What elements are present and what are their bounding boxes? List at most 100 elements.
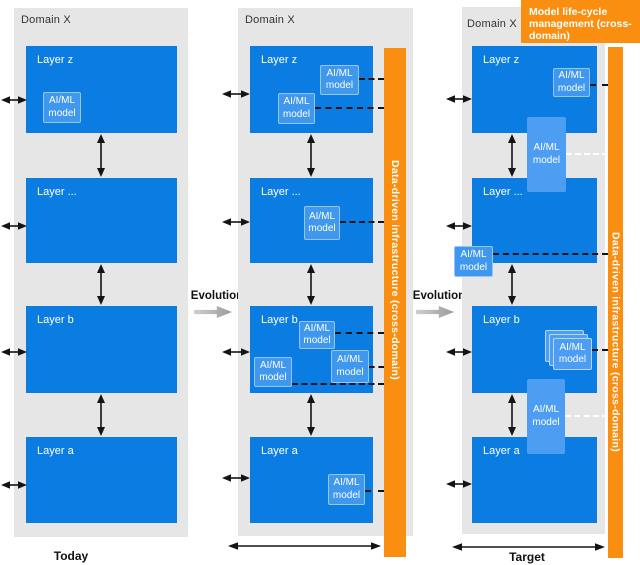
evolution-label-1: Evolution (190, 290, 244, 302)
interlayer-arrow (307, 134, 315, 177)
domain-label-intermediate: Domain X (245, 14, 295, 26)
data-driven-infrastructure-bar: Data-driven infrastructure (cross-domain… (384, 48, 406, 557)
domain-label-target: Domain X (467, 18, 517, 30)
mid-aiml-model-box: AI/ML model (328, 474, 365, 505)
layer-dots-label: Layer ... (261, 186, 301, 198)
target-edge-model-box: AI/ML model (454, 246, 493, 277)
data-link-dashed (493, 253, 608, 255)
layer-b-label: Layer b (483, 314, 520, 326)
aiml-line1: AI/ML (303, 322, 331, 334)
external-interface-arrow (1, 96, 27, 104)
data-link-dashed (590, 84, 608, 86)
target-crosslayer-model-box: AI/ML model (527, 117, 566, 192)
model-lifecycle-header: Model life-cycle management (cross-domai… (521, 0, 640, 43)
data-link-dashed (369, 366, 384, 368)
aiml-line2: model (459, 261, 488, 273)
layer-a-label: Layer a (261, 445, 298, 457)
interlayer-arrow (97, 264, 105, 305)
domain-span-arrow (228, 542, 381, 550)
interlayer-arrow (97, 134, 105, 177)
aiml-line2: model (336, 366, 364, 378)
interlayer-arrow (508, 134, 516, 177)
evolution-arrow-2 (416, 306, 454, 318)
layer-b-label: Layer b (37, 314, 74, 326)
external-interface-arrow (222, 90, 250, 98)
data-link-dashed (335, 332, 384, 334)
layer-dots-label: Layer ... (37, 186, 77, 198)
caption-today: Today (53, 549, 89, 563)
external-interface-arrow (222, 474, 250, 482)
interlayer-arrow (508, 264, 516, 305)
today-layer-a: Layer a (26, 437, 177, 523)
today-aiml-model-box: AI/ML model (43, 92, 81, 123)
data-link-dashed (315, 107, 384, 109)
aiml-line1: AI/ML (336, 354, 364, 365)
external-interface-arrow (1, 348, 27, 356)
data-link-dashed (340, 221, 384, 223)
aiml-line1: AI/ML (532, 404, 560, 415)
data-link-dashed-white (565, 415, 608, 417)
external-interface-arrow (446, 480, 472, 488)
external-interface-arrow (446, 348, 472, 356)
external-interface-arrow (1, 481, 27, 489)
interlayer-arrow (307, 394, 315, 436)
mid-aiml-model-box: AI/ML model (304, 206, 340, 240)
mid-aiml-model-box: AI/ML model (278, 93, 315, 124)
aiml-line1: AI/ML (259, 359, 287, 371)
aiml-line2: model (557, 82, 586, 94)
mid-aiml-model-box: AI/ML model (254, 357, 292, 387)
external-interface-arrow (222, 348, 250, 356)
today-layer-dots: Layer ... (26, 178, 177, 263)
mid-aiml-model-box: AI/ML model (320, 65, 359, 95)
aiml-line2: model (303, 335, 331, 346)
aiml-line1: AI/ML (48, 95, 76, 106)
layer-z-label: Layer z (261, 54, 298, 66)
aiml-line1: AI/ML (326, 67, 353, 79)
data-link-dashed-white (566, 153, 608, 155)
interlayer-arrow (508, 394, 516, 436)
today-layer-b: Layer b (26, 306, 177, 393)
aiml-line1: AI/ML (283, 96, 310, 107)
aiml-line2: model (308, 223, 336, 234)
aiml-line2: model (558, 354, 587, 365)
aiml-line1: AI/ML (533, 142, 560, 153)
external-interface-arrow (446, 95, 472, 103)
data-link-dashed (359, 78, 384, 80)
layer-z-label: Layer z (37, 54, 74, 66)
external-interface-arrow (1, 222, 27, 230)
data-link-dashed (365, 490, 384, 492)
layer-a-label: Layer a (37, 445, 74, 457)
aiml-line2: model (325, 80, 354, 91)
aiml-line1: AI/ML (559, 341, 586, 353)
aiml-line2: model (332, 489, 361, 501)
aiml-line1: AI/ML (308, 210, 336, 222)
aiml-line2: model (48, 107, 76, 119)
data-link-dashed (292, 383, 384, 385)
aiml-line1: AI/ML (333, 477, 360, 488)
aiml-line2: model (282, 108, 311, 120)
aiml-line2: model (532, 416, 560, 428)
layer-b-label: Layer b (261, 314, 298, 326)
infrastructure-bar-label: Data-driven infrastructure (cross-domain… (609, 232, 622, 453)
aiml-line2: model (532, 154, 561, 166)
target-stacked-model-box: AI/ML model (553, 338, 592, 370)
data-driven-infrastructure-bar: Data-driven infrastructure (cross-domain… (608, 47, 623, 558)
target-aiml-model-box: AI/ML model (553, 68, 590, 97)
aiml-line2: model (259, 372, 287, 383)
layer-dots-label: Layer ... (483, 186, 523, 198)
domain-span-arrow (452, 543, 605, 551)
external-interface-arrow (222, 218, 250, 226)
caption-target: Target (509, 550, 545, 564)
external-interface-arrow (446, 222, 472, 230)
domain-label-today: Domain X (21, 14, 71, 26)
evolution-arrow-1 (194, 306, 232, 318)
infrastructure-bar-label: Data-driven infrastructure (cross-domain… (389, 160, 401, 381)
evolution-label-2: Evolution (412, 290, 466, 302)
data-link-dashed (592, 349, 608, 351)
mid-aiml-model-box: AI/ML model (299, 321, 335, 349)
interlayer-arrow (97, 394, 105, 436)
target-crosslayer-model-box: AI/ML model (527, 379, 565, 454)
interlayer-arrow (307, 264, 315, 305)
layer-z-label: Layer z (483, 54, 520, 66)
